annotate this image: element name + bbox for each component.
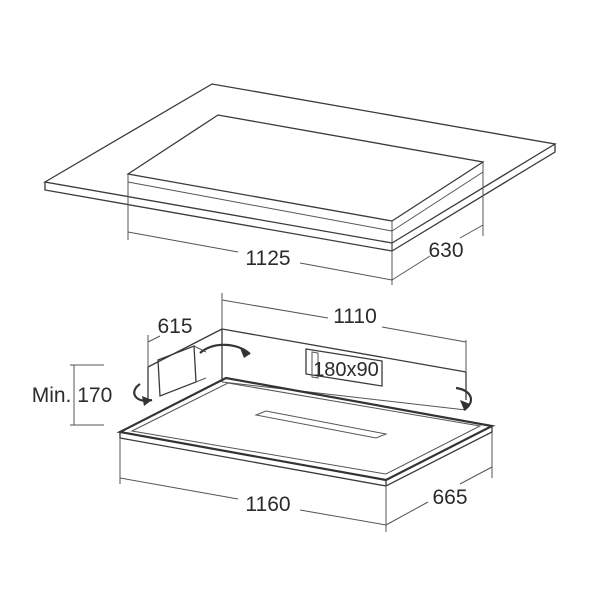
dimension-panel-depth — [385, 432, 493, 526]
ceiling-slab — [43, 83, 557, 252]
rear-outlet — [305, 348, 383, 387]
rotate-arrow-right-icon — [455, 386, 473, 411]
dimension-housing-side — [147, 335, 161, 367]
panel-width-label: 1160 — [245, 493, 290, 516]
hood-panel — [116, 376, 496, 487]
housing-length-label: 1110 — [333, 305, 377, 328]
hood-housing — [147, 328, 467, 411]
ceiling-cutout — [126, 114, 485, 232]
side-outlet — [157, 345, 207, 397]
cutout-depth-label: 630 — [428, 239, 463, 262]
dimension-cutout-depth — [391, 172, 484, 281]
dimension-min-height — [70, 364, 104, 426]
panel-depth-label: 665 — [432, 486, 467, 509]
dimension-panel-width — [119, 438, 387, 532]
duct-size-label: 180x90 — [313, 359, 379, 381]
min-height-label: Min. 170 — [32, 384, 113, 407]
cutout-width-label: 1125 — [245, 247, 290, 270]
dimension-cutout-width — [127, 182, 393, 285]
rotate-arrow-left-icon — [199, 343, 251, 358]
rotate-arrow-side-icon — [133, 383, 153, 406]
housing-side-label: 615 — [157, 315, 192, 338]
dimension-housing-length — [221, 293, 467, 372]
